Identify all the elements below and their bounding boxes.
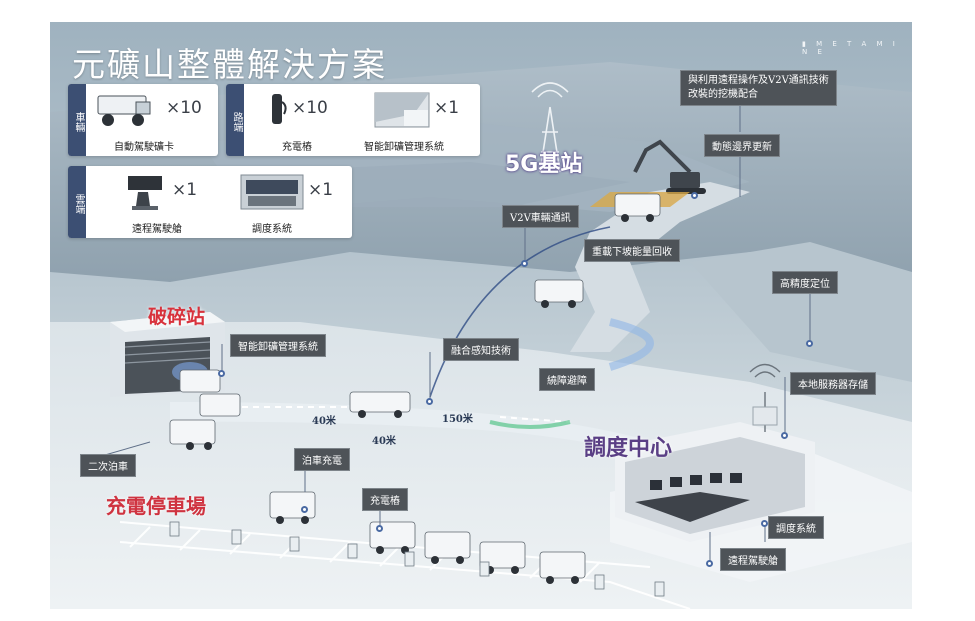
charger-icon [272,94,287,124]
callout-remote-cockpit: 遠程駕駛艙 [720,548,786,571]
marker-dot [691,192,698,199]
callout-energy-recovery: 重載下坡能量回收 [584,239,680,262]
marker-dot [376,525,383,532]
dispatch-room-count: ×1 [308,180,334,200]
marker-dot [806,340,813,347]
unloading-system-icon [374,92,430,128]
truck-label: 自動駕駛礦卡 [114,142,174,153]
zone-dispatch-center: 調度中心 [584,436,673,461]
marker-dot [521,260,528,267]
vehicle-card-tag: 車輛 [68,84,86,156]
callout-remote-excavator: 與利用遠程操作及V2V通訊技術 改裝的挖機配合 [680,70,837,106]
marker-dot [706,560,713,567]
cockpit-count: ×1 [172,180,198,200]
page-title: 元礦山整體解決方案 [72,45,387,84]
cockpit-icon [128,176,162,210]
callout-unloading-mgmt: 智能卸礦管理系統 [230,334,326,357]
cockpit-label: 遠程駕駛艙 [132,224,182,235]
dispatch-room-icon [240,174,304,210]
cloud-card-tag: 雲端 [68,166,86,238]
callout-charger: 充電樁 [362,488,408,511]
distance-label-2: 40米 [372,436,396,447]
marker-dot [218,370,225,377]
dispatch-room-label: 調度系統 [252,224,292,235]
zone-5g-base-station: 5G基站 [505,152,583,177]
callout-v2v: V2V車輛通訊 [502,205,579,228]
marker-dot [301,506,308,513]
charger-count: ×10 [292,98,328,118]
callout-hd-positioning: 高精度定位 [772,271,838,294]
brand-logo: ▮ M E T A M I N E [802,40,899,56]
callout-fusion-sensing: 融合感知技術 [443,338,519,361]
unloading-system-count: ×1 [434,98,460,118]
road-card-tag: 路端 [226,84,244,156]
mining-truck-icon [97,95,151,126]
marker-dot [761,520,768,527]
marker-dot [426,398,433,405]
truck-count: ×10 [166,98,202,118]
callout-obstacle-avoid: 繞障避障 [539,368,595,391]
charger-label: 充電樁 [282,142,312,153]
callout-dispatch-system: 調度系統 [768,516,824,539]
callout-dynamic-boundary: 動態邊界更新 [704,134,780,157]
callout-local-server: 本地服務器存儲 [790,372,876,395]
zone-crusher: 破碎站 [148,306,206,328]
marker-dot [781,432,788,439]
cloud-card: 雲端 ×1 遠程駕駛艙 ×1 調度系統 [68,166,352,238]
mine-diagram: 元礦山整體解決方案 ▮ M E T A M I N E 車輛 ×10 自動駕駛礦… [50,22,912,609]
unloading-system-label: 智能卸礦管理系統 [364,142,444,153]
distance-label-3: 150米 [442,414,473,425]
callout-parking-charging: 泊車充電 [294,448,350,471]
distance-label-1: 40米 [312,416,336,427]
road-card: 路端 ×10 充電樁 ×1 智能卸礦管理系統 [226,84,480,156]
zone-charging-lot: 充電停車場 [106,494,206,518]
callout-secondary-parking: 二次泊車 [80,454,136,477]
vehicle-card: 車輛 ×10 自動駕駛礦卡 [68,84,218,156]
